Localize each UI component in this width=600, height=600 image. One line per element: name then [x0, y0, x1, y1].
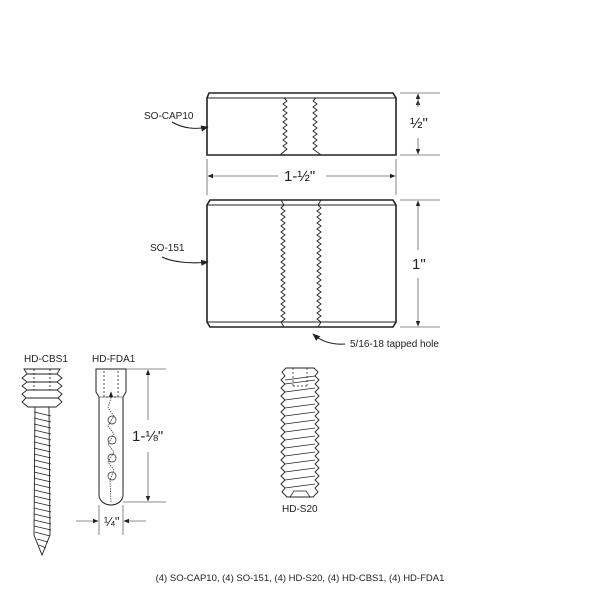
- parts-caption: (4) SO-CAP10, (4) SO-151, (4) HD-S20, (4…: [155, 573, 445, 584]
- hd-fda1-dimensions: [76, 368, 166, 535]
- so-151-label: SO-151: [150, 243, 185, 254]
- dimension-lines: [206, 92, 440, 328]
- so-151-height-dimension: 1": [410, 256, 428, 273]
- hd-fda1-label: HD-FDA1: [92, 354, 136, 365]
- hd-s20-drawing: [280, 367, 320, 498]
- so-cap10-label: SO-CAP10: [144, 111, 194, 122]
- hd-fda1-diameter-dimension: ¼": [102, 514, 122, 529]
- so-cap10-drawing: [206, 92, 397, 156]
- hd-cbs1-label: HD-CBS1: [24, 354, 68, 365]
- leader-arrows: [161, 121, 346, 345]
- hd-cbs1-drawing: [21, 368, 63, 557]
- hd-s20-label: HD-S20: [282, 504, 318, 515]
- hd-fda1-length-dimension: 1-⅛": [130, 428, 166, 445]
- tapped-hole-note: 5/16-18 tapped hole: [350, 339, 439, 350]
- width-dimension: 1-½": [282, 168, 318, 185]
- so-cap10-height-dimension: ½": [408, 115, 430, 132]
- hd-fda1-drawing: [95, 368, 127, 506]
- so-151-drawing: [206, 199, 397, 328]
